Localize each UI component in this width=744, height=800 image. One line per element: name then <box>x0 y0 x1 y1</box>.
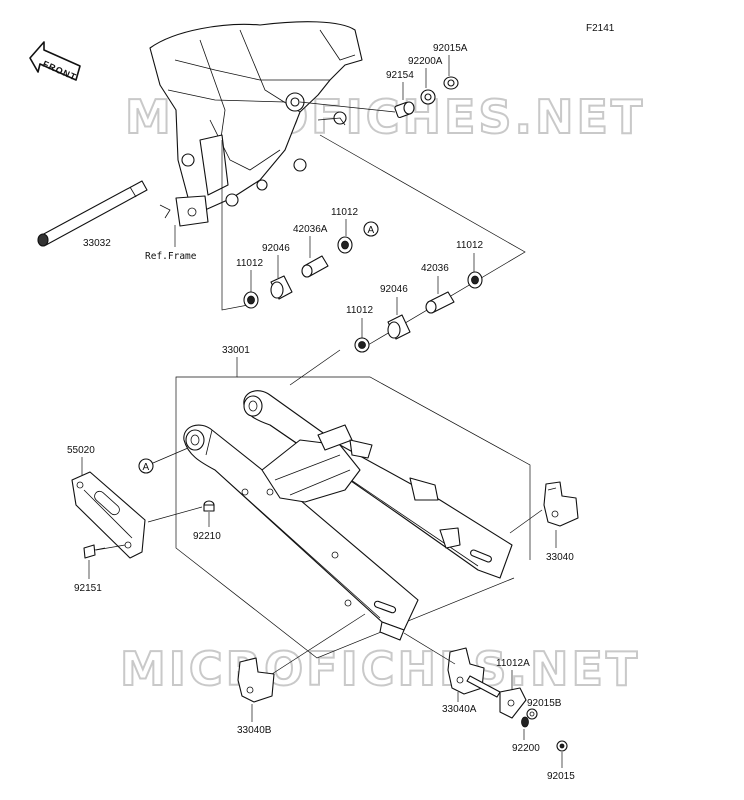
callout-a-left-label: A <box>143 462 150 473</box>
part-92154-collar <box>394 101 415 119</box>
part-11012A-plate <box>499 687 527 719</box>
diagram-code: F2141 <box>586 23 615 34</box>
part-11012-bearing-upper <box>337 236 353 254</box>
part-92200A-washer <box>420 89 436 105</box>
part-92015-nut <box>556 740 568 752</box>
label-11012A: 11012A <box>496 658 530 669</box>
ref-frame-label: Ref.Frame <box>145 251 197 262</box>
part-92200-washer <box>521 716 529 728</box>
label-33040: 33040 <box>546 552 574 563</box>
callout-a-top: A <box>363 221 379 237</box>
label-92046-b: 92046 <box>380 284 408 295</box>
part-92046-bushing-left <box>270 275 293 300</box>
label-92015B: 92015B <box>527 698 562 709</box>
watermark-bottom: MICROFICHES.NET <box>120 642 640 696</box>
part-92046-bushing-right <box>387 314 411 340</box>
label-92046-a: 92046 <box>262 243 290 254</box>
callout-a-top-label: A <box>368 225 375 236</box>
label-33040B: 33040B <box>237 725 272 736</box>
label-42036A: 42036A <box>293 224 328 235</box>
callout-a-left: A <box>138 458 154 474</box>
label-11012-b: 11012 <box>331 207 359 218</box>
part-33040-adjuster <box>543 481 579 527</box>
label-92200: 92200 <box>512 743 540 754</box>
part-92015B-nut <box>526 708 538 720</box>
label-33001: 33001 <box>222 345 250 356</box>
part-92015A-nut <box>443 76 459 90</box>
part-33001-swingarm <box>183 390 513 641</box>
part-92151-bolt <box>83 544 106 559</box>
label-33040A: 33040A <box>442 704 477 715</box>
label-33032: 33032 <box>83 238 111 249</box>
frame-illustration <box>149 21 363 227</box>
part-11012-bearing-left <box>243 291 259 309</box>
part-92210-collar <box>203 500 215 512</box>
part-55020-chain-guide <box>71 471 146 559</box>
part-33032-shaft <box>37 180 148 247</box>
label-92015A: 92015A <box>433 43 468 54</box>
part-11012-bearing-lower <box>354 337 370 353</box>
label-11012-c: 11012 <box>456 240 484 251</box>
front-arrow-icon: FRONT <box>29 41 81 82</box>
part-42036A-sleeve <box>301 255 329 278</box>
part-33040B-adjuster <box>237 657 275 703</box>
part-11012-bearing-right <box>467 271 483 289</box>
label-92015: 92015 <box>547 771 575 782</box>
label-92210: 92210 <box>193 531 221 542</box>
label-92200A: 92200A <box>408 56 443 67</box>
label-92154: 92154 <box>386 70 414 81</box>
part-42036-sleeve <box>425 291 455 314</box>
label-55020: 55020 <box>67 445 95 456</box>
label-11012-a: 11012 <box>236 258 264 269</box>
label-42036: 42036 <box>421 263 449 274</box>
part-33040A-adjuster <box>447 647 501 698</box>
label-11012-d: 11012 <box>346 305 374 316</box>
label-92151: 92151 <box>74 583 102 594</box>
